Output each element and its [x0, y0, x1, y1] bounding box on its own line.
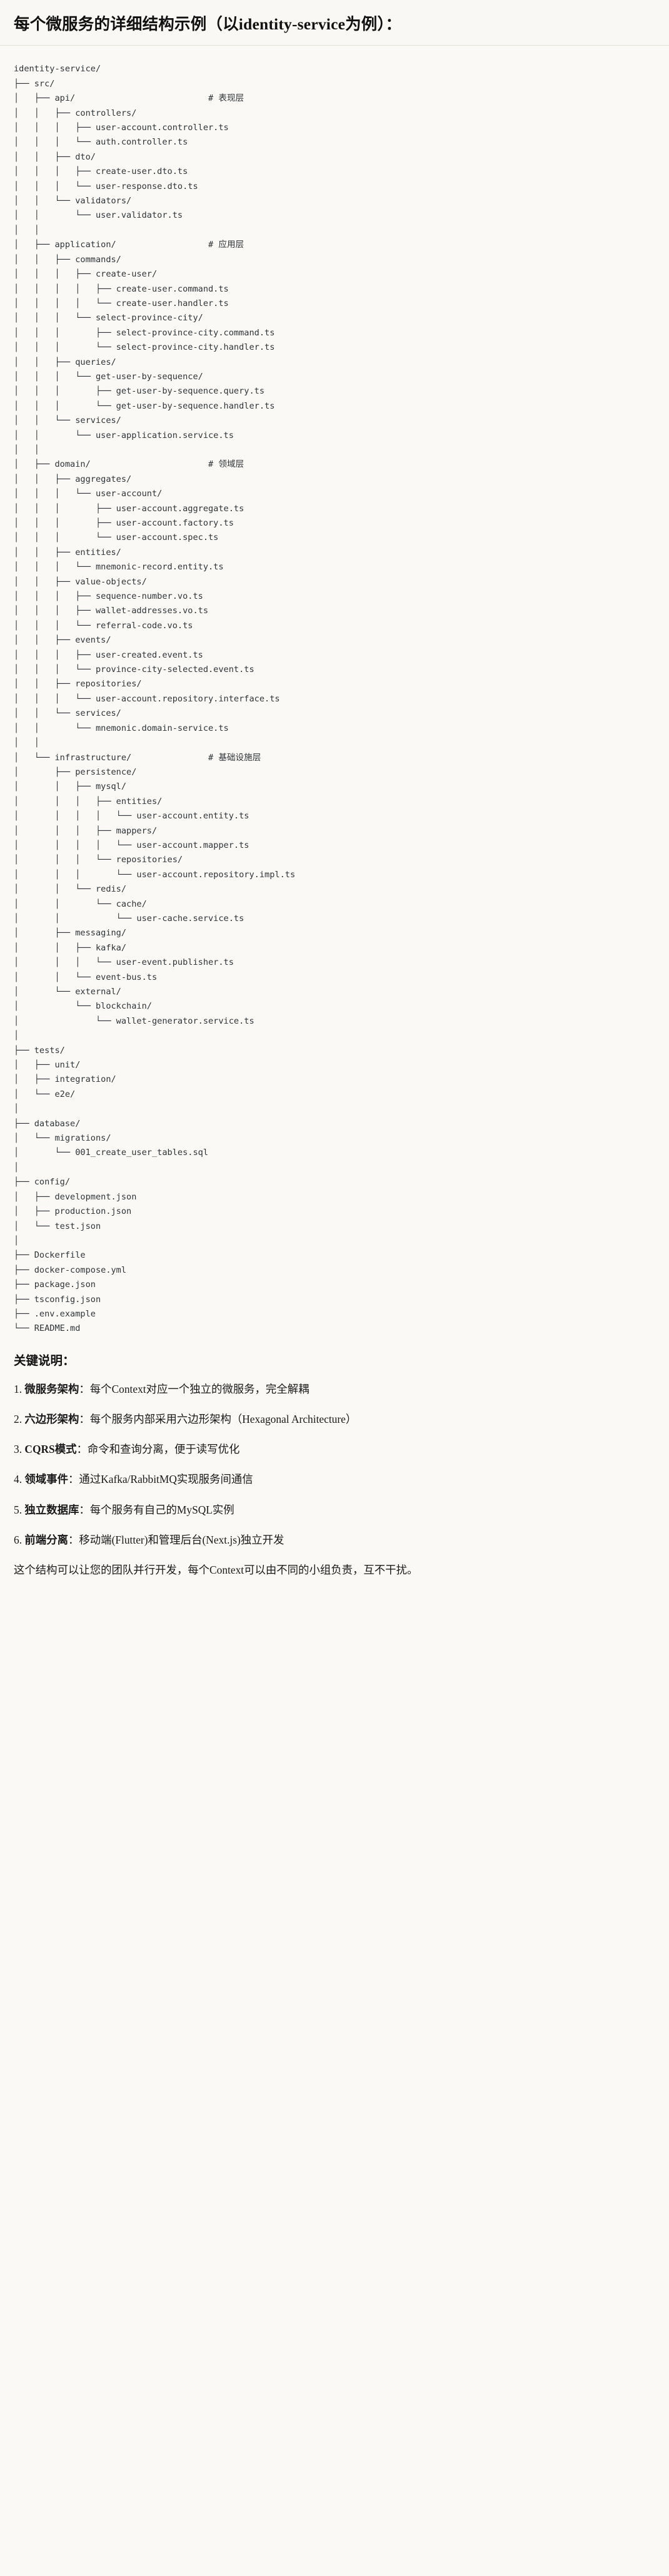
directory-tree: identity-service/ ├── src/ │ ├── api/ # … [14, 64, 296, 1334]
closing-paragraph: 这个结构可以让您的团队并行开发，每个Context可以由不同的小组负责，互不干扰… [14, 1563, 418, 1576]
key-point-separator: ： [76, 1443, 88, 1456]
list-item: 5. 独立数据库：每个服务有自己的MySQL实例 [14, 1502, 655, 1518]
key-point-term: CQRS模式 [24, 1443, 77, 1456]
key-points-list: 1. 微服务架构：每个Context对应一个独立的微服务，完全解耦 2. 六边形… [14, 1381, 655, 1548]
key-point-description: 通过Kafka/RabbitMQ实现服务间通信 [79, 1473, 253, 1486]
document-page: 每个微服务的详细结构示例（以identity-service为例）： ident… [0, 0, 669, 1595]
key-point-number: 3. [14, 1443, 23, 1456]
key-point-number: 5. [14, 1503, 23, 1516]
key-point-description: 每个服务内部采用六边形架构（Hexagonal Architecture） [89, 1413, 357, 1426]
key-point-term: 领域事件 [24, 1473, 68, 1486]
key-point-term: 微服务架构 [24, 1383, 79, 1396]
key-point-number: 4. [14, 1473, 23, 1486]
key-point-separator: ： [68, 1473, 79, 1486]
key-point-description: 每个Context对应一个独立的微服务，完全解耦 [89, 1383, 309, 1396]
key-point-separator: ： [79, 1413, 90, 1426]
key-point-separator: ： [79, 1383, 90, 1396]
key-point-term: 前端分离 [24, 1533, 68, 1546]
key-point-number: 2. [14, 1413, 23, 1426]
page-title: 每个微服务的详细结构示例（以identity-service为例）： [14, 15, 402, 33]
list-item: 1. 微服务架构：每个Context对应一个独立的微服务，完全解耦 [14, 1381, 655, 1397]
key-point-description: 每个服务有自己的MySQL实例 [89, 1503, 234, 1516]
key-point-term: 独立数据库 [24, 1503, 79, 1516]
key-point-term: 六边形架构 [24, 1413, 79, 1426]
key-point-separator: ： [79, 1503, 90, 1516]
list-item: 3. CQRS模式：命令和查询分离，便于读写优化 [14, 1441, 655, 1457]
key-point-description: 命令和查询分离，便于读写优化 [87, 1443, 240, 1456]
directory-tree-block: identity-service/ ├── src/ │ ├── api/ # … [0, 46, 669, 1348]
key-point-description: 移动端(Flutter)和管理后台(Next.js)独立开发 [79, 1533, 284, 1546]
list-item: 4. 领域事件：通过Kafka/RabbitMQ实现服务间通信 [14, 1471, 655, 1487]
key-points-block: 关键说明： 1. 微服务架构：每个Context对应一个独立的微服务，完全解耦 … [0, 1348, 669, 1595]
key-point-number: 1. [14, 1383, 23, 1396]
list-item: 6. 前端分离：移动端(Flutter)和管理后台(Next.js)独立开发 [14, 1532, 655, 1548]
document-header: 每个微服务的详细结构示例（以identity-service为例）： [0, 0, 669, 46]
list-item: 2. 六边形架构：每个服务内部采用六边形架构（Hexagonal Archite… [14, 1411, 655, 1427]
key-point-number: 6. [14, 1533, 23, 1546]
key-point-separator: ： [68, 1533, 79, 1546]
key-points-heading: 关键说明： [14, 1354, 75, 1368]
